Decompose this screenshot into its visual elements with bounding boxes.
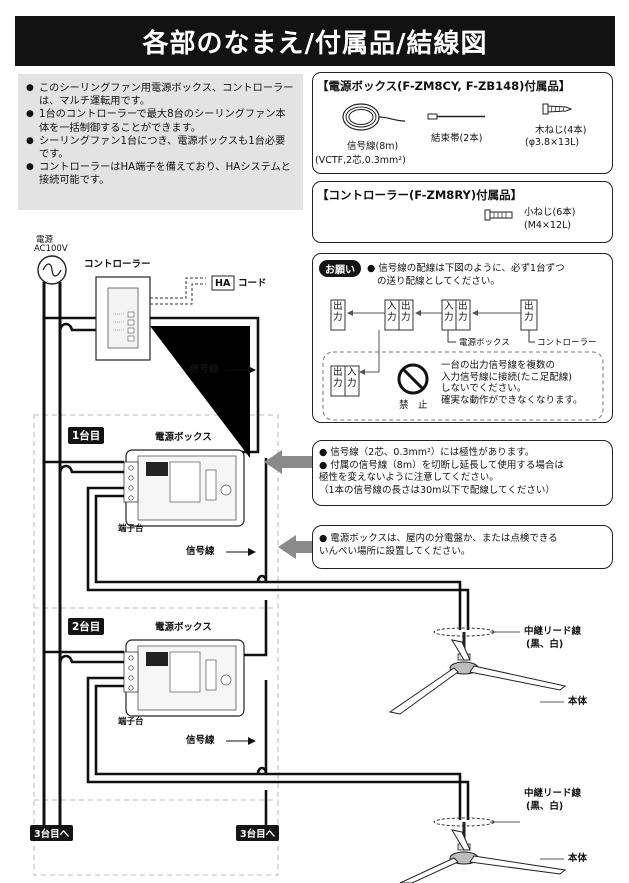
to-third-tag: 3台目へ (236, 825, 280, 841)
signal-wire-label: 信号線(8m) (347, 141, 399, 152)
signal-wire-label: 信号線 (186, 735, 215, 746)
ha-cord-label: コード (238, 278, 267, 289)
request-line: の送り配線としてください。 (377, 276, 500, 287)
power-box-accessories: 【電源ボックス(F-ZM8CY, F-ZB148)付属品】 信号線(8m) (V… (312, 72, 613, 174)
request-tag: お願い (319, 260, 361, 277)
io-label-input: 入力 (444, 301, 454, 323)
power-box-label: 電源ボックス (155, 622, 212, 633)
relay-lead-colors: (黒、白) (526, 801, 564, 812)
controller-chain-label: コントローラー (537, 338, 597, 348)
io-label-output: 出力 (524, 301, 534, 323)
prohibit-label: 禁 止 (399, 400, 428, 411)
request-box: お願い ● 信号線の配線は下図のように、必ず1台ずつ の送り配線としてください。… (312, 253, 613, 423)
callout-line: ● 電源ボックスは、屋内の分電盤か、または点検できる いんぺい場所に設置してくだ… (319, 533, 558, 557)
io-label-input: 入力 (347, 367, 357, 389)
unit2-tag: 2台目 (68, 618, 105, 635)
fan-body-label: 本体 (568, 696, 588, 707)
small-screw-label: 小ねじ(6本) (524, 207, 576, 218)
prohibit-text: 一台の出力信号線を複数の 入力信号線に接続(たこ足配線) しないでください。 確… (441, 360, 583, 406)
relay-lead-label: 中継リード線 (524, 626, 582, 637)
signal-wire-icon (342, 103, 406, 131)
wood-screw-icon (542, 103, 572, 115)
callout-line: ● 信号線（2芯、0.3mm²）には極性があります。 ● 付属の信号線（8m）を… (319, 447, 564, 496)
note-item: シーリングファン1台につき、電源ボックスも1台必要です。 (26, 135, 295, 161)
controller-accessories-header: 【コントローラー(F-ZM8RY)付属品】 (317, 188, 523, 202)
small-screw-icon (484, 209, 513, 221)
io-label-input: 入力 (387, 301, 397, 323)
power-voltage-label: AC100V (34, 244, 68, 254)
power-box-chain-label: 電源ボックス (459, 338, 510, 348)
relay-lead-label: 中継リード線 (524, 788, 582, 799)
chain-wiring-diagram (322, 299, 604, 421)
terminal-block-label: 端子台 (118, 524, 144, 534)
power-label: 電源 (36, 235, 54, 245)
polarity-callout: ● 信号線（2芯、0.3mm²）には極性があります。 ● 付属の信号線（8m）を… (312, 440, 613, 506)
ha-label: HA (215, 278, 231, 289)
fan-body-label: 本体 (568, 853, 588, 864)
controller-label: コントローラー (84, 259, 151, 270)
install-callout: ● 電源ボックスは、屋内の分電盤か、または点検できる いんぺい場所に設置してくだ… (312, 525, 613, 569)
wood-screw-label: 木ねじ(4本) (535, 125, 587, 136)
small-screw-spec: (M4×12L) (524, 220, 571, 231)
power-box-accessories-header: 【電源ボックス(F-ZM8CY, F-ZB148)付属品】 (317, 79, 571, 93)
to-third-tag: 3台目へ (30, 825, 74, 841)
note-item: このシーリングファン用電源ボックス、コントローラーは、マルチ運転用です。 (26, 82, 295, 108)
note-item: 1台のコントローラーで最大8台のシーリングファン本体を一括制御することができます… (26, 108, 295, 134)
signal-wire-label: 信号線 (190, 364, 219, 375)
notes-panel: このシーリングファン用電源ボックス、コントローラーは、マルチ運転用です。 1台の… (18, 74, 303, 210)
wood-screw-spec: (φ3.8×13L) (525, 137, 580, 148)
note-item: コントローラーはHA端子を備えており、HAシステムと接続可能です。 (26, 161, 295, 187)
io-label-output: 出力 (458, 301, 468, 323)
signal-wire-spec: (VCTF,2芯,0.3mm²) (315, 155, 406, 166)
signal-wire-label: 信号線 (186, 546, 215, 557)
cable-tie-icon (427, 113, 485, 120)
request-line: ● 信号線の配線は下図のように、必ず1台ずつ (367, 263, 565, 274)
controller-accessories: 【コントローラー(F-ZM8RY)付属品】 小ねじ(6本) (M4×12L) (312, 181, 613, 243)
page-title: 各部のなまえ/付属品/結線図 (15, 16, 615, 66)
terminal-block-label: 端子台 (118, 717, 144, 727)
io-label-output: 出力 (333, 367, 343, 389)
relay-lead-colors: (黒、白) (526, 639, 564, 650)
cable-tie-label: 結束帯(2本) (431, 133, 483, 144)
io-label-output: 出力 (401, 301, 411, 323)
unit1-tag: 1台目 (68, 427, 105, 444)
power-box-label: 電源ボックス (155, 432, 212, 443)
io-label-output: 出力 (333, 301, 343, 323)
